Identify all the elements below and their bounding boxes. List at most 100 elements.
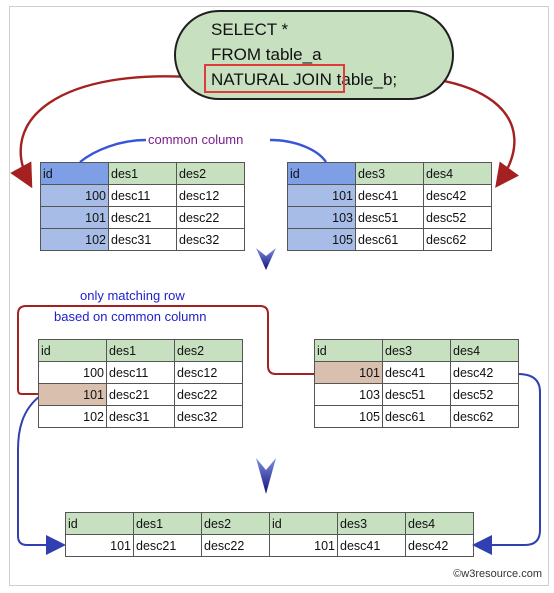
table-row: 101 desc21 desc22 101 desc41 desc42: [65, 534, 474, 557]
table-cell: 101: [65, 534, 134, 557]
table-cell: desc41: [355, 184, 424, 207]
table-a-source: id des1 des2 100 desc11 desc12 101 desc2…: [40, 162, 245, 251]
table-row-matched: 101 desc21 desc22: [38, 383, 243, 406]
table-cell: desc32: [176, 228, 245, 251]
table-cell: 100: [38, 361, 107, 384]
table-row: 105 desc61 desc62: [287, 228, 492, 251]
table-header: des1: [108, 162, 177, 185]
table-cell: desc51: [382, 383, 451, 406]
common-column-label: common column: [148, 132, 244, 147]
table-row: 103 desc51 desc52: [287, 206, 492, 229]
table-header: des4: [423, 162, 492, 185]
table-cell: desc11: [108, 184, 177, 207]
table-cell: desc12: [174, 361, 243, 384]
table-cell: desc42: [423, 184, 492, 207]
common-column-right-curve: [269, 138, 327, 163]
table-row: 101 desc21 desc22: [40, 206, 245, 229]
table-cell: desc41: [382, 361, 451, 384]
sql-line-select: SELECT *: [211, 20, 289, 39]
table-cell: desc52: [423, 206, 492, 229]
table-header: des4: [450, 339, 519, 362]
table-a-to-result-arrow: [17, 395, 66, 555]
sql-to-table-a-arrow: [10, 75, 205, 189]
table-b-match: id des3 des4 101 desc41 desc42 103 desc5…: [314, 339, 519, 428]
matched-id-cell: 101: [314, 361, 383, 384]
table-cell: 101: [287, 184, 356, 207]
natural-join-highlight: [204, 64, 345, 93]
copyright-icon: ©: [453, 568, 462, 580]
matched-id-cell: 101: [38, 383, 107, 406]
table-cell: desc31: [108, 228, 177, 251]
table-header: des1: [133, 512, 202, 535]
sql-line-join: NATURAL JOIN table_b;: [211, 70, 397, 90]
sql-join-table: table_b;: [336, 70, 398, 89]
matching-row-connector: [17, 305, 344, 395]
table-header: des2: [176, 162, 245, 185]
table-row: 101 desc41 desc42: [287, 184, 492, 207]
table-header: des3: [337, 512, 406, 535]
table-cell: desc12: [176, 184, 245, 207]
table-cell: desc11: [106, 361, 175, 384]
table-cell: 103: [314, 383, 383, 406]
table-header: id: [38, 339, 107, 362]
table-cell: 105: [314, 405, 383, 428]
table-header: id: [287, 162, 356, 185]
table-row: 100 desc11 desc12: [38, 361, 243, 384]
sql-line-from: FROM table_a: [211, 45, 322, 64]
table-header: id: [269, 512, 338, 535]
table-header: des3: [355, 162, 424, 185]
table-cell: desc51: [355, 206, 424, 229]
table-header: des3: [382, 339, 451, 362]
only-matching-row-label: only matching row: [80, 288, 185, 303]
table-cell: desc21: [106, 383, 175, 406]
watermark: ©w3resource.com: [453, 568, 542, 580]
table-cell: 101: [269, 534, 338, 557]
sql-statement-pill: [174, 10, 454, 100]
diagram-frame: [9, 6, 549, 586]
table-header: des2: [174, 339, 243, 362]
table-cell: desc52: [450, 383, 519, 406]
table-cell: 102: [40, 228, 109, 251]
based-on-common-column-label: based on common column: [54, 309, 207, 324]
table-cell: 100: [40, 184, 109, 207]
table-cell: desc62: [423, 228, 492, 251]
result-table: id des1 des2 id des3 des4 101 desc21 des…: [65, 512, 474, 557]
table-header: des4: [405, 512, 474, 535]
table-cell: desc42: [450, 361, 519, 384]
table-row-matched: 101 desc41 desc42: [314, 361, 519, 384]
table-cell: 102: [38, 405, 107, 428]
down-arrow-2: [256, 458, 276, 494]
table-row: 105 desc61 desc62: [314, 405, 519, 428]
table-b-source: id des3 des4 101 desc41 desc42 103 desc5…: [287, 162, 492, 251]
table-header: des1: [106, 339, 175, 362]
table-cell: desc22: [174, 383, 243, 406]
common-column-left-curve: [79, 138, 147, 163]
table-cell: 105: [287, 228, 356, 251]
down-arrow-1: [256, 248, 276, 270]
table-cell: desc32: [174, 405, 243, 428]
table-cell: 101: [40, 206, 109, 229]
table-cell: desc62: [450, 405, 519, 428]
table-b-to-result-arrow: [472, 373, 541, 555]
table-cell: desc61: [355, 228, 424, 251]
table-row: 103 desc51 desc52: [314, 383, 519, 406]
table-a-match: id des1 des2 100 desc11 desc12 101 desc2…: [38, 339, 243, 428]
table-cell: 103: [287, 206, 356, 229]
table-header: id: [314, 339, 383, 362]
table-row: 102 desc31 desc32: [40, 228, 245, 251]
table-header: id: [40, 162, 109, 185]
table-row: 100 desc11 desc12: [40, 184, 245, 207]
table-cell: desc31: [106, 405, 175, 428]
table-cell: desc22: [201, 534, 270, 557]
table-cell: desc61: [382, 405, 451, 428]
table-cell: desc41: [337, 534, 406, 557]
table-row: 102 desc31 desc32: [38, 405, 243, 428]
table-cell: desc21: [133, 534, 202, 557]
watermark-text: w3resource.com: [461, 568, 542, 580]
table-cell: desc21: [108, 206, 177, 229]
table-cell: desc42: [405, 534, 474, 557]
table-cell: desc22: [176, 206, 245, 229]
natural-join-keyword: NATURAL JOIN: [211, 70, 332, 89]
table-header: des2: [201, 512, 270, 535]
table-header: id: [65, 512, 134, 535]
